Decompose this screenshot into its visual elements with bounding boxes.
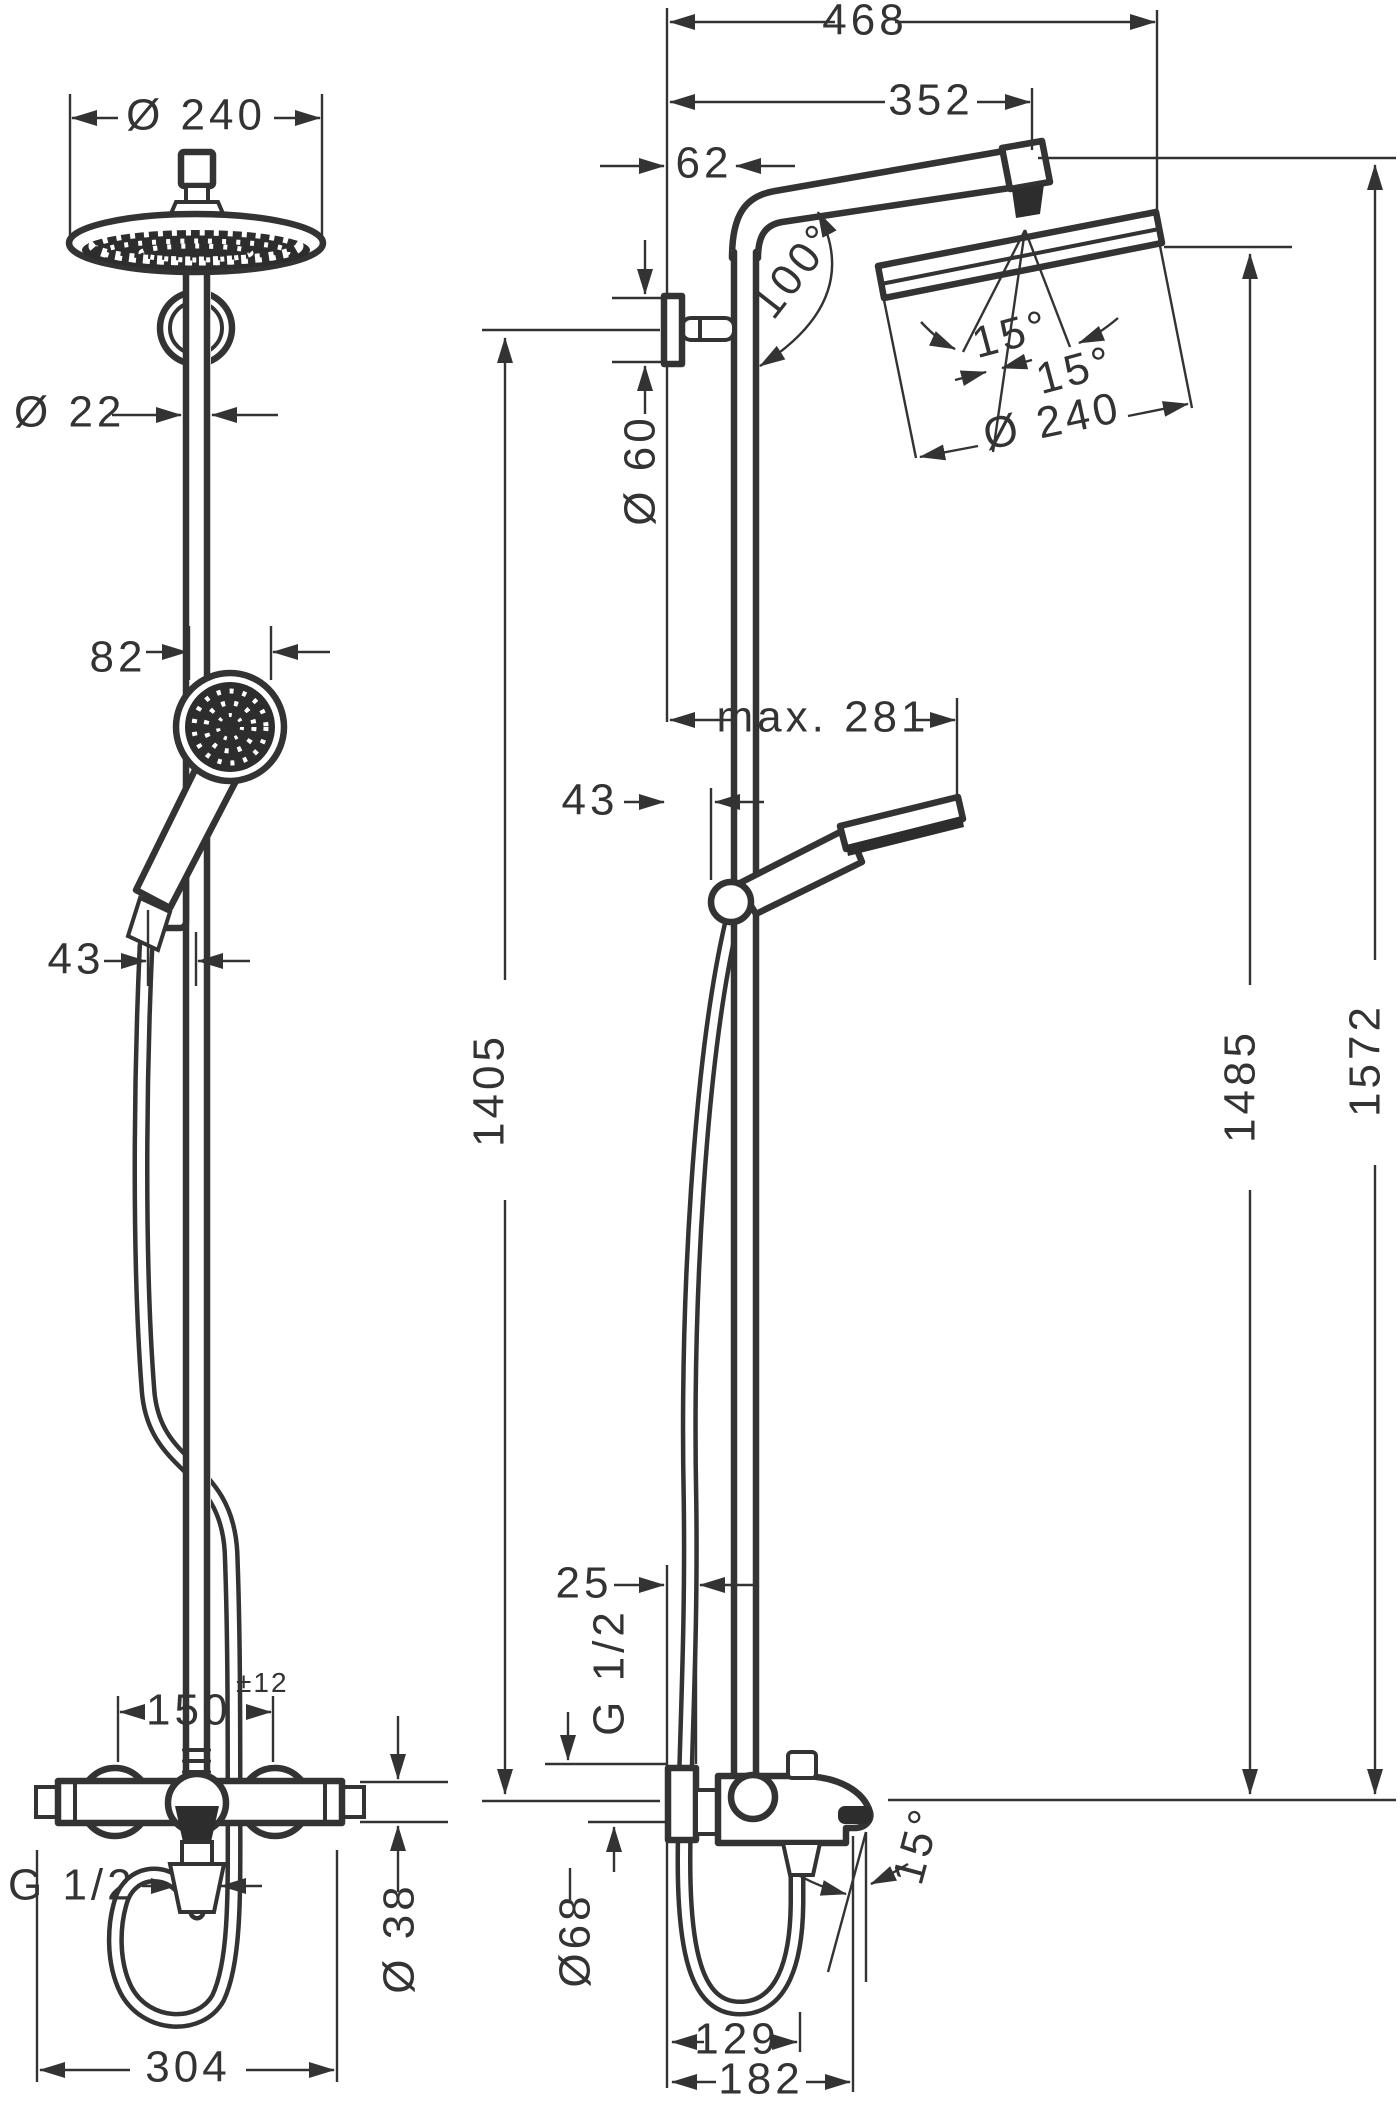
front-hose-outline <box>106 937 243 2029</box>
front-hand-face <box>185 682 275 772</box>
dim-front-supply-tolerance: ±12 <box>236 1667 289 1698</box>
side-dimensions: 468 352 62 Ø 60 100° <box>465 0 1396 2104</box>
side-temp-dial <box>727 1771 779 1823</box>
side-bracket-flange <box>660 292 686 368</box>
dim-front-valve-width: 304 <box>145 2043 230 2092</box>
side-escutcheon <box>664 1764 700 1844</box>
dim-side-spout-reach: 182 <box>718 2055 803 2104</box>
side-holder-pivot <box>707 878 755 926</box>
front-view: Ø 240 Ø 22 82 43 150 ±12 <box>8 91 448 2092</box>
front-riser-ribs <box>182 1748 211 1774</box>
dim-side-hose-diameter: Ø68 <box>551 1892 600 1987</box>
front-hand-ring3 <box>216 713 244 741</box>
front-hose-stub <box>180 1840 214 1866</box>
side-valve <box>664 1750 874 1877</box>
side-hand-head <box>836 793 967 853</box>
dim-front-body-diameter: Ø 38 <box>375 1882 424 1993</box>
dim-side-rail-height: 1405 <box>465 1033 514 1147</box>
front-hose-core <box>111 942 239 2025</box>
dim-side-flange-diameter: Ø 60 <box>616 414 665 525</box>
side-head-pivot <box>1012 184 1044 218</box>
dim-front-head-diameter: Ø 240 <box>126 91 266 140</box>
side-spout-outlet <box>838 1806 872 1824</box>
dim-side-overall-height: 1572 <box>1341 1003 1390 1117</box>
front-valve <box>34 1748 366 1914</box>
side-handshower <box>707 793 967 926</box>
side-hose-core <box>679 921 801 2013</box>
dim-side-total-reach: 468 <box>822 0 907 45</box>
front-overhead-shower <box>65 148 327 276</box>
side-head-ball-housing <box>998 137 1054 193</box>
dim-side-thread: G 1/2 <box>585 1608 634 1736</box>
side-hose-nut <box>780 1841 823 1877</box>
side-top-knob <box>786 1750 818 1780</box>
dim-side-spout-angle: 15° <box>883 1801 951 1890</box>
dim-front-holder-offset: 43 <box>48 935 105 984</box>
dim-front-supply-centers: 150 <box>146 1686 231 1735</box>
side-view: 468 352 62 Ø 60 100° <box>465 0 1396 2104</box>
dim-side-escutcheon-depth: 25 <box>556 1559 613 1608</box>
front-hand-ring2 <box>203 700 257 754</box>
front-hose-nut <box>167 1862 227 1914</box>
side-hand-face <box>846 816 964 856</box>
dim-side-loop-reach: 129 <box>694 2015 779 2064</box>
side-overhead-shower <box>874 137 1166 302</box>
front-head-nozzle-ring2 <box>138 243 254 263</box>
dim-side-wall-offset: 62 <box>676 139 733 188</box>
dim-front-handshower-width: 82 <box>90 633 147 682</box>
front-dimensions: Ø 240 Ø 22 82 43 150 ±12 <box>8 91 448 2092</box>
front-head-nozzle-ring1 <box>101 238 291 266</box>
front-hose-nut-dark <box>175 1806 219 1842</box>
front-hand-ring1 <box>191 688 269 766</box>
dim-side-face-height: 1485 <box>1216 1029 1265 1143</box>
side-bracket-pin <box>680 316 736 342</box>
dim-side-holder-offset: 43 <box>562 776 619 825</box>
dim-front-pipe-diameter: Ø 22 <box>14 388 125 437</box>
front-head-face <box>82 230 310 270</box>
front-head-connector <box>177 148 217 190</box>
front-head-slots <box>88 226 304 266</box>
front-head-neck <box>184 184 210 204</box>
dim-side-arm-reach: 352 <box>888 76 973 125</box>
dim-front-thread: G 1/2 <box>8 1861 136 1910</box>
dim-side-max-reach: max. 281 <box>717 693 930 742</box>
